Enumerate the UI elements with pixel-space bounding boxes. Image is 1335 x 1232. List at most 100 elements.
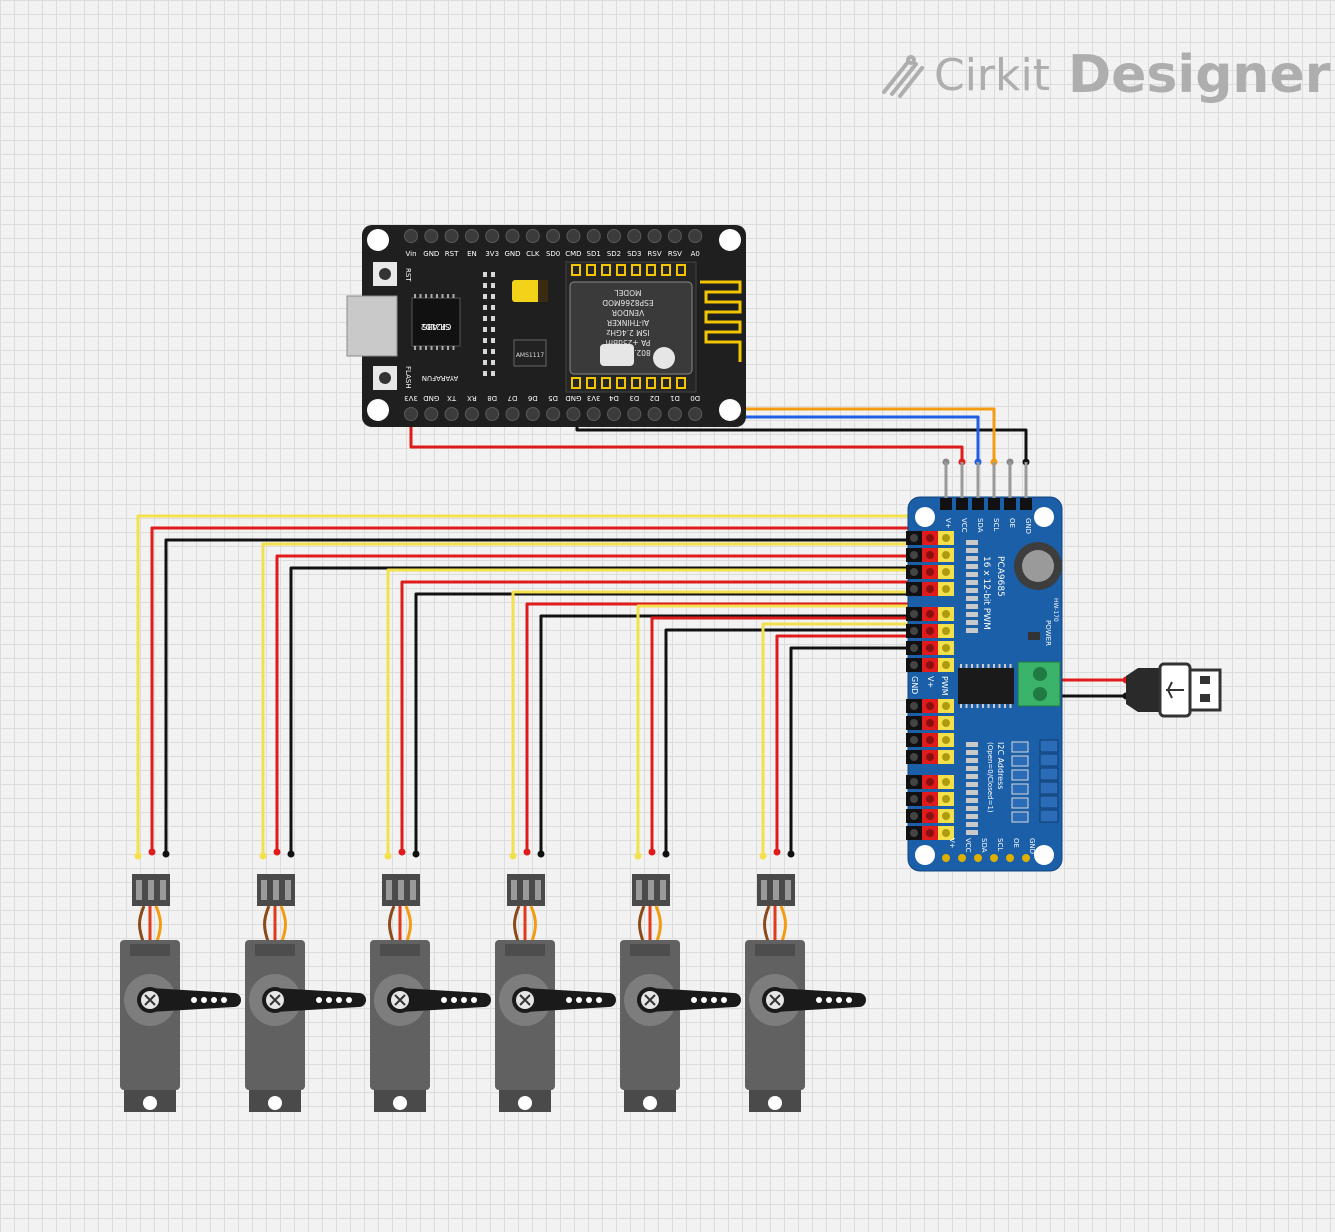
chip-pin (430, 294, 433, 298)
top-pin-gnd (424, 229, 439, 243)
servo-cable (513, 905, 521, 945)
bottom-pad (1006, 854, 1014, 862)
ic-pin (960, 704, 962, 708)
resistor (966, 620, 978, 625)
wire-servo-6-vplus-end-a[interactable] (773, 848, 781, 856)
connector-pin (398, 880, 404, 900)
module-pad (586, 264, 596, 276)
wire-servo-1-gnd-end-a[interactable] (162, 850, 170, 858)
horn-hole (221, 997, 227, 1003)
pin-hole (910, 736, 918, 744)
resistor (966, 588, 978, 593)
wire-servo-1-signal-end-a[interactable] (134, 852, 142, 860)
pca-mount-hole-2 (915, 845, 935, 865)
pin-hole (926, 661, 934, 669)
header-pin-base (1004, 498, 1016, 510)
wire-servo-4-gnd-end-a[interactable] (537, 850, 545, 858)
chip-pin (414, 294, 416, 298)
bottom-pin-label: D5 (548, 394, 558, 402)
brand-product: Designer (1068, 45, 1331, 105)
address-jumper (1011, 783, 1029, 795)
resistor (966, 766, 978, 771)
resistor (966, 774, 978, 779)
servo-motor-5[interactable] (620, 874, 741, 1112)
servo-motor-1[interactable] (120, 874, 241, 1112)
wire-servo-2-gnd-end-a[interactable] (287, 850, 295, 858)
top-pin-sd1 (586, 229, 601, 243)
bottom-pin-label: D4 (609, 394, 619, 402)
wire-servo-3-signal-end-a[interactable] (384, 852, 392, 860)
horn-hole (846, 997, 852, 1003)
chip-pin (447, 294, 449, 298)
header-pin-label: OE (1008, 518, 1016, 528)
horn-screw-cross (394, 994, 406, 1006)
wire-servo-3-gnd-end-a[interactable] (412, 850, 420, 858)
wire-servo-2-vplus-end-a[interactable] (273, 848, 281, 856)
servo-motor-4[interactable] (495, 874, 616, 1112)
wire-servo-5-vplus-end-a[interactable] (648, 848, 656, 856)
wire-servo-4-signal[interactable] (511, 590, 948, 856)
connector-pin (761, 880, 767, 900)
wire-servo-1-vplus-end-a[interactable] (148, 848, 156, 856)
top-pin-label: EN (467, 250, 477, 258)
pad (483, 294, 487, 299)
bottom-pin-label: D1 (670, 394, 680, 402)
servo-cable (763, 905, 771, 945)
servo-motor-2[interactable] (245, 874, 366, 1112)
servo-cable (279, 905, 287, 945)
pin-hole (910, 585, 918, 593)
servo-motor-3[interactable] (370, 874, 491, 1112)
chip-pin (452, 294, 455, 298)
top-pin-label: RSV (648, 250, 662, 258)
pad (483, 349, 487, 354)
pad (483, 338, 487, 343)
horn-hole (211, 997, 217, 1003)
top-pin-label: CLK (526, 250, 540, 258)
wire-servo-2-signal-end-a[interactable] (259, 852, 267, 860)
bottom-pin-label: D8 (487, 394, 497, 402)
header-pin-0 (944, 462, 948, 508)
module-pad (616, 264, 626, 276)
usb-power-plug[interactable] (1126, 662, 1222, 718)
ic-pin (987, 664, 990, 668)
wire-3v3-vcc[interactable] (409, 414, 964, 462)
pin-hole (926, 551, 934, 559)
top-pin-rst (444, 229, 459, 243)
wire-servo-5-gnd-end-a[interactable] (662, 850, 670, 858)
wire-servo-6-gnd-end-a[interactable] (787, 850, 795, 858)
flash-button-cap (379, 372, 391, 384)
connector-pin (773, 880, 779, 900)
wire-servo-5-signal-end-a[interactable] (634, 852, 642, 860)
pad (491, 360, 495, 365)
pin-hole (942, 644, 950, 652)
horn-hole (461, 997, 467, 1003)
horn-hole (701, 997, 707, 1003)
pcb-antenna-icon (700, 280, 742, 362)
pin-hole (910, 753, 918, 761)
wire-servo-2-vplus[interactable] (275, 554, 932, 852)
servo-cable (779, 905, 787, 945)
wire-servo-6-gnd[interactable] (789, 646, 916, 854)
wire-servo-4-signal-end-a[interactable] (509, 852, 517, 860)
pad (483, 327, 487, 332)
pin-hole (910, 719, 918, 727)
pin-hole (942, 812, 950, 820)
wire-servo-6-signal-end-a[interactable] (759, 852, 767, 860)
horn-hole (836, 997, 842, 1003)
wire-servo-3-vplus-end-a[interactable] (398, 848, 406, 856)
cp2102-chip (411, 297, 461, 347)
bottom-pin-d1 (667, 407, 682, 421)
module-text: PA +25dBm (606, 338, 651, 347)
wire-servo-4-vplus-end-a[interactable] (523, 848, 531, 856)
resistor (966, 612, 978, 617)
pad (483, 272, 487, 277)
wire-servo-2-gnd[interactable] (289, 566, 916, 854)
bottom-pad (1022, 854, 1030, 862)
pin-hole (910, 778, 918, 786)
pin-hole (910, 795, 918, 803)
wire-servo-4-vplus[interactable] (525, 602, 930, 852)
servo-motor-6[interactable] (745, 874, 866, 1112)
